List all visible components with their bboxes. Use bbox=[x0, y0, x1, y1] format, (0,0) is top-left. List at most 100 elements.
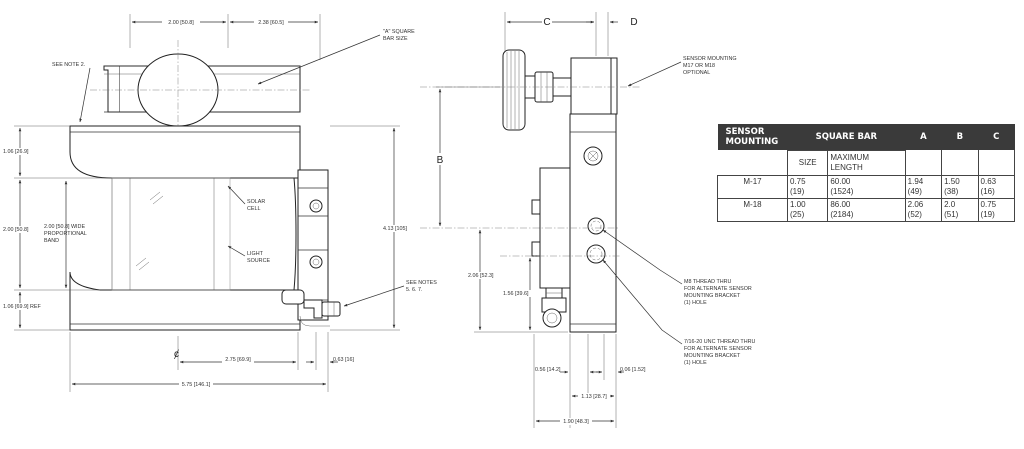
row1-c-in: 0.63 bbox=[980, 176, 997, 186]
th-sensor-line1: SENSOR bbox=[725, 127, 765, 137]
dim-lower-band: 1.06 [69.9] REF bbox=[3, 304, 41, 310]
upper-jaw bbox=[69, 125, 301, 179]
unc-callout-line3: MOUNTING BRACKET bbox=[684, 353, 741, 359]
m8-callout-line4: (1) HOLE bbox=[684, 300, 707, 306]
label-c: C bbox=[543, 17, 550, 28]
row2-len-mm: (2184) bbox=[830, 209, 854, 219]
th-sensor-line2: MOUNTING bbox=[725, 137, 779, 147]
callout-bar-line1: "A" SQUARE bbox=[383, 29, 415, 35]
row1-size-mm: (19) bbox=[790, 186, 805, 196]
centerline-symbol: ȼ bbox=[174, 349, 179, 360]
row1-a-in: 1.94 bbox=[907, 176, 924, 186]
see-notes-line2: 5. 6. 7. bbox=[406, 287, 422, 293]
row1-b-mm: (38) bbox=[944, 186, 959, 196]
row2-b: 2.0(51) bbox=[941, 197, 979, 222]
label-b: B bbox=[437, 155, 444, 166]
see-note-2: SEE NOTE 2. bbox=[52, 62, 85, 68]
dim-275: 2.75 [69.9] bbox=[225, 357, 251, 363]
end-view: C D SENSOR MOUNTING M17 OR M18 OPTIONAL bbox=[420, 12, 756, 428]
th-b: B bbox=[941, 124, 979, 150]
spec-table: SENSOR MOUNTING SQUARE BAR A B C SIZE MA… bbox=[717, 124, 1016, 222]
row2-len-in: 86.00 bbox=[830, 199, 851, 209]
label-solar-line2: CELL bbox=[247, 206, 261, 212]
table-row: M-17 0.75(19) 60.00(1524) 1.94(49) 1.50(… bbox=[717, 174, 1016, 199]
dim-113: 1.13 [28.7] bbox=[581, 394, 607, 400]
row2-a-mm: (52) bbox=[907, 209, 922, 219]
row2-model: M-18 bbox=[717, 197, 788, 222]
unc-callout-line2: FOR ALTERNATE SENSOR bbox=[684, 346, 752, 352]
housing-screw-lower bbox=[309, 255, 323, 269]
m8-callout-line2: FOR ALTERNATE SENSOR bbox=[684, 286, 752, 292]
sub-max-line1: MAXIMUM bbox=[830, 152, 869, 162]
side-view: 2.00 [50.8] 2.38 [60.5] "A" SQUARE BAR S… bbox=[2, 14, 437, 392]
dim-upper-band: 1.06 [26.9] bbox=[3, 149, 29, 155]
dim-006: 0.06 [1.52] bbox=[620, 367, 646, 373]
sensor-mount bbox=[570, 57, 612, 115]
label-d: D bbox=[630, 17, 637, 28]
row1-len-in: 60.00 bbox=[830, 176, 851, 186]
row1-size: 0.75(19) bbox=[786, 174, 829, 199]
th-a: A bbox=[905, 124, 942, 150]
unc-callout-line4: (1) HOLE bbox=[684, 360, 707, 366]
dim-575: 5.75 [146.1] bbox=[182, 382, 211, 388]
dim-top-right: 2.38 [60.5] bbox=[258, 20, 284, 26]
row1-len-mm: (1524) bbox=[830, 186, 854, 196]
m8-hole bbox=[587, 217, 605, 235]
row2-c-mm: (19) bbox=[980, 209, 995, 219]
row2-b-in: 2.0 bbox=[944, 199, 956, 209]
row1-model: M-17 bbox=[717, 174, 788, 199]
row1-b: 1.50(38) bbox=[941, 174, 979, 199]
dim-band-width-line1: 2.00 [50.8] WIDE bbox=[44, 224, 85, 230]
row1-c-mm: (16) bbox=[980, 186, 995, 196]
sensor-callout-line3: OPTIONAL bbox=[683, 70, 710, 76]
dim-height: 4.13 [105] bbox=[383, 226, 407, 232]
dim-left-vertical: 2.00 [50.8] bbox=[3, 227, 29, 233]
table-subheader-row: SIZE MAXIMUM LENGTH bbox=[717, 149, 1016, 176]
dim-190: 1.90 [48.3] bbox=[563, 419, 589, 425]
m8-callout-line1: M8 THREAD THRU bbox=[684, 279, 732, 285]
row1-c: 0.63(16) bbox=[977, 174, 1016, 199]
th-square-bar: SQUARE BAR bbox=[787, 124, 906, 150]
sub-max-length: MAXIMUM LENGTH bbox=[827, 149, 906, 176]
row2-length: 86.00(2184) bbox=[827, 197, 906, 222]
label-light-line2: SOURCE bbox=[247, 258, 270, 264]
table-row: M-18 1.00(25) 86.00(2184) 2.06(52) 2.0(5… bbox=[717, 197, 1016, 222]
dim-156: 1.56 [39.6] bbox=[503, 291, 529, 297]
sensor-callout-line1: SENSOR MOUNTING bbox=[683, 56, 737, 62]
adjust-knob bbox=[502, 49, 526, 131]
row1-size-in: 0.75 bbox=[790, 176, 806, 186]
m8-callout-line3: MOUNTING BRACKET bbox=[684, 293, 741, 299]
dim-056: 0.56 [14.2] bbox=[535, 367, 561, 373]
sensor-callout-line2: M17 OR M18 bbox=[683, 63, 715, 69]
table-header-row: SENSOR MOUNTING SQUARE BAR A B C bbox=[717, 124, 1015, 150]
label-solar-line1: SOLAR bbox=[247, 199, 265, 205]
label-light-line1: LIGHT bbox=[247, 251, 264, 257]
bottom-fitting bbox=[542, 308, 562, 328]
row2-a-in: 2.06 bbox=[907, 199, 924, 209]
unc-hole bbox=[586, 244, 606, 264]
row1-a-mm: (49) bbox=[907, 186, 922, 196]
row1-length: 60.00(1524) bbox=[827, 174, 906, 199]
see-notes-line1: SEE NOTES bbox=[406, 280, 437, 286]
cable-fitting bbox=[281, 289, 305, 305]
sub-max-line2: LENGTH bbox=[830, 162, 863, 172]
dim-band-width-line3: BAND bbox=[44, 238, 59, 244]
row2-size-in: 1.00 bbox=[790, 199, 806, 209]
housing-screw-upper bbox=[309, 199, 323, 213]
sub-size: SIZE bbox=[786, 149, 829, 176]
row2-b-mm: (51) bbox=[944, 209, 959, 219]
row2-c-in: 0.75 bbox=[980, 199, 997, 209]
dim-206: 2.06 [52.3] bbox=[468, 273, 494, 279]
row1-b-in: 1.50 bbox=[944, 176, 960, 186]
unc-callout-line1: 7/16-20 UNC THREAD THRU bbox=[684, 339, 756, 345]
th-sensor-mounting: SENSOR MOUNTING bbox=[717, 124, 788, 150]
row2-size: 1.00(25) bbox=[786, 197, 829, 222]
dim-top-left: 2.00 [50.8] bbox=[168, 20, 194, 26]
row1-a: 1.94(49) bbox=[904, 174, 943, 199]
row2-size-mm: (25) bbox=[790, 209, 805, 219]
callout-bar-line2: BAR SIZE bbox=[383, 36, 408, 42]
dim-063: 0.63 [16] bbox=[333, 357, 354, 363]
row2-c: 0.75(19) bbox=[977, 197, 1016, 222]
